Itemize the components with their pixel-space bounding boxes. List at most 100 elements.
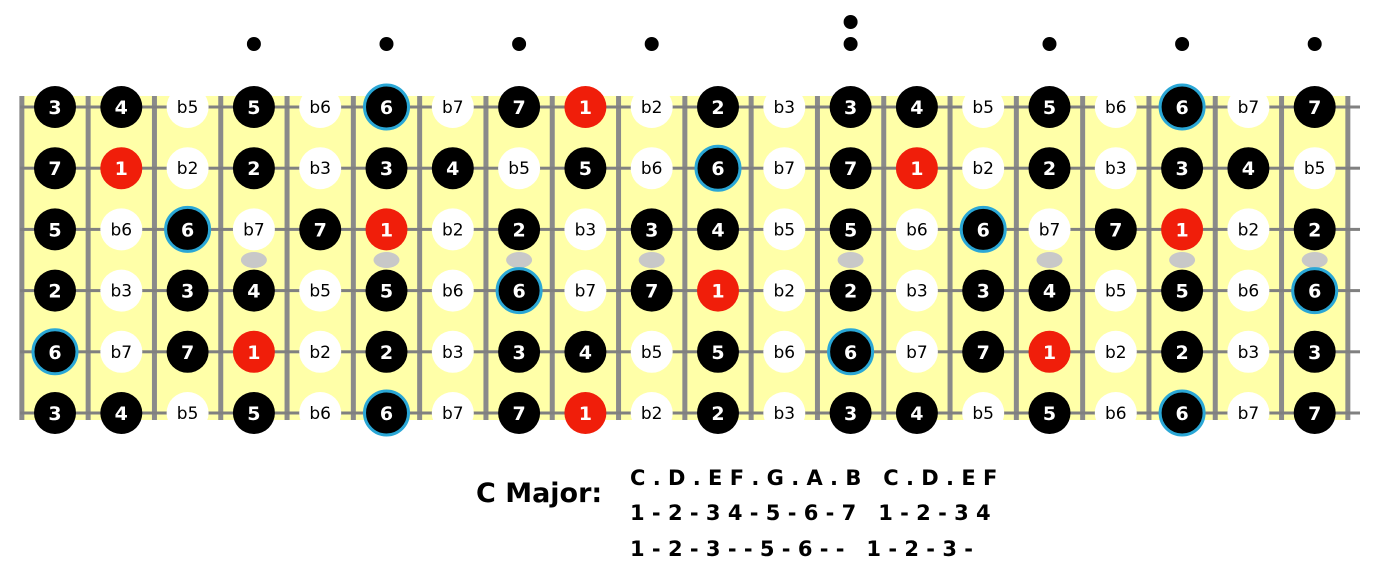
note-label: b2 [641, 98, 663, 118]
note-circle [299, 392, 342, 434]
note-label: 3 [1308, 342, 1321, 364]
note-circle [1028, 392, 1071, 434]
note-label: b2 [442, 220, 464, 240]
note-label: 3 [380, 158, 393, 180]
fret-marker-dot [1169, 252, 1196, 268]
note-circle [895, 208, 938, 251]
fret-marker-dot [373, 252, 400, 268]
fret-marker-dot [240, 252, 267, 268]
note-label: b2 [641, 404, 663, 424]
note-circle [365, 269, 408, 312]
note-label: b6 [1105, 404, 1127, 424]
note-label: 3 [48, 97, 61, 119]
note-circle [299, 269, 342, 312]
note-circle [498, 330, 541, 373]
note-label: 6 [1175, 403, 1188, 425]
fret-wire [1212, 96, 1218, 420]
guitar-string [20, 227, 1360, 231]
fret-marker-dot [837, 252, 864, 268]
note-label: b5 [177, 98, 199, 118]
fret-wire [814, 96, 820, 420]
note-label: 2 [844, 281, 857, 303]
note-circle [431, 392, 474, 434]
note-circle [895, 147, 938, 190]
note-circle [697, 208, 739, 251]
note-circle [365, 392, 408, 434]
note-circle [431, 330, 474, 373]
note-circle [34, 147, 76, 190]
note-label: 2 [1308, 219, 1321, 241]
note-label: 7 [48, 158, 61, 180]
fret-wire [616, 96, 622, 420]
note-circle [895, 86, 938, 128]
note-label: b3 [309, 159, 331, 179]
note-circle [829, 147, 872, 190]
note-circle [564, 86, 607, 128]
note-label: 5 [48, 219, 61, 241]
note-label: 4 [711, 219, 724, 241]
note-label: b6 [906, 220, 928, 240]
note-label: 4 [910, 97, 923, 119]
note-circle [829, 269, 872, 312]
note-circle [1161, 330, 1204, 373]
note-label: b2 [1238, 220, 1260, 240]
note-circle [232, 208, 275, 251]
note-label: b3 [575, 220, 597, 240]
note-label: 3 [844, 97, 857, 119]
note-circle [962, 86, 1005, 128]
note-label: b5 [508, 159, 530, 179]
note-label: 1 [1175, 219, 1188, 241]
note-label: 1 [247, 342, 260, 364]
note-label: 6 [844, 342, 857, 364]
note-label: 1 [380, 219, 393, 241]
note-circle [166, 86, 209, 128]
note-highlight-ring [363, 83, 410, 131]
scale-title: C Major: [476, 478, 603, 509]
note-circle [763, 86, 806, 128]
note-label: 7 [844, 158, 857, 180]
note-label: 7 [512, 97, 525, 119]
note-label: 7 [1308, 403, 1321, 425]
note-circle [763, 208, 806, 251]
note-label: 6 [48, 342, 61, 364]
note-circle [1161, 147, 1204, 190]
note-label: b6 [1238, 282, 1260, 302]
fret-wire [881, 96, 887, 420]
note-label: 2 [1043, 158, 1056, 180]
note-circle [498, 147, 541, 190]
note-circle [232, 147, 275, 190]
note-circle [962, 392, 1005, 434]
fret-wire [85, 96, 91, 420]
note-circle [962, 208, 1005, 251]
note-label: 5 [247, 97, 260, 119]
note-label: b7 [1039, 220, 1061, 240]
note-circle [763, 392, 806, 434]
note-circle [1094, 208, 1137, 251]
note-circle [564, 330, 607, 373]
note-label: 6 [977, 219, 990, 241]
note-label: 5 [844, 219, 857, 241]
note-circle [829, 330, 872, 373]
note-label: b3 [1238, 343, 1260, 363]
note-highlight-ring [959, 205, 1007, 253]
fret-wire [350, 96, 356, 420]
note-circle [498, 208, 541, 251]
note-circle [1227, 392, 1270, 434]
note-circle [1293, 86, 1336, 128]
note-label: 3 [512, 342, 525, 364]
fret-marker-dot [1301, 252, 1328, 268]
fret-wire [1345, 96, 1351, 420]
note-circle [100, 330, 143, 373]
note-label: b7 [1238, 98, 1260, 118]
note-circle [1227, 147, 1270, 190]
note-circle [166, 392, 209, 434]
note-label: b2 [972, 159, 994, 179]
fret-wire [284, 96, 290, 420]
note-circle [1227, 269, 1270, 312]
note-label: 6 [711, 158, 724, 180]
note-circle [1161, 86, 1204, 128]
inlay-dot [246, 37, 261, 51]
fret-wire [947, 96, 953, 420]
note-circle [630, 269, 673, 312]
